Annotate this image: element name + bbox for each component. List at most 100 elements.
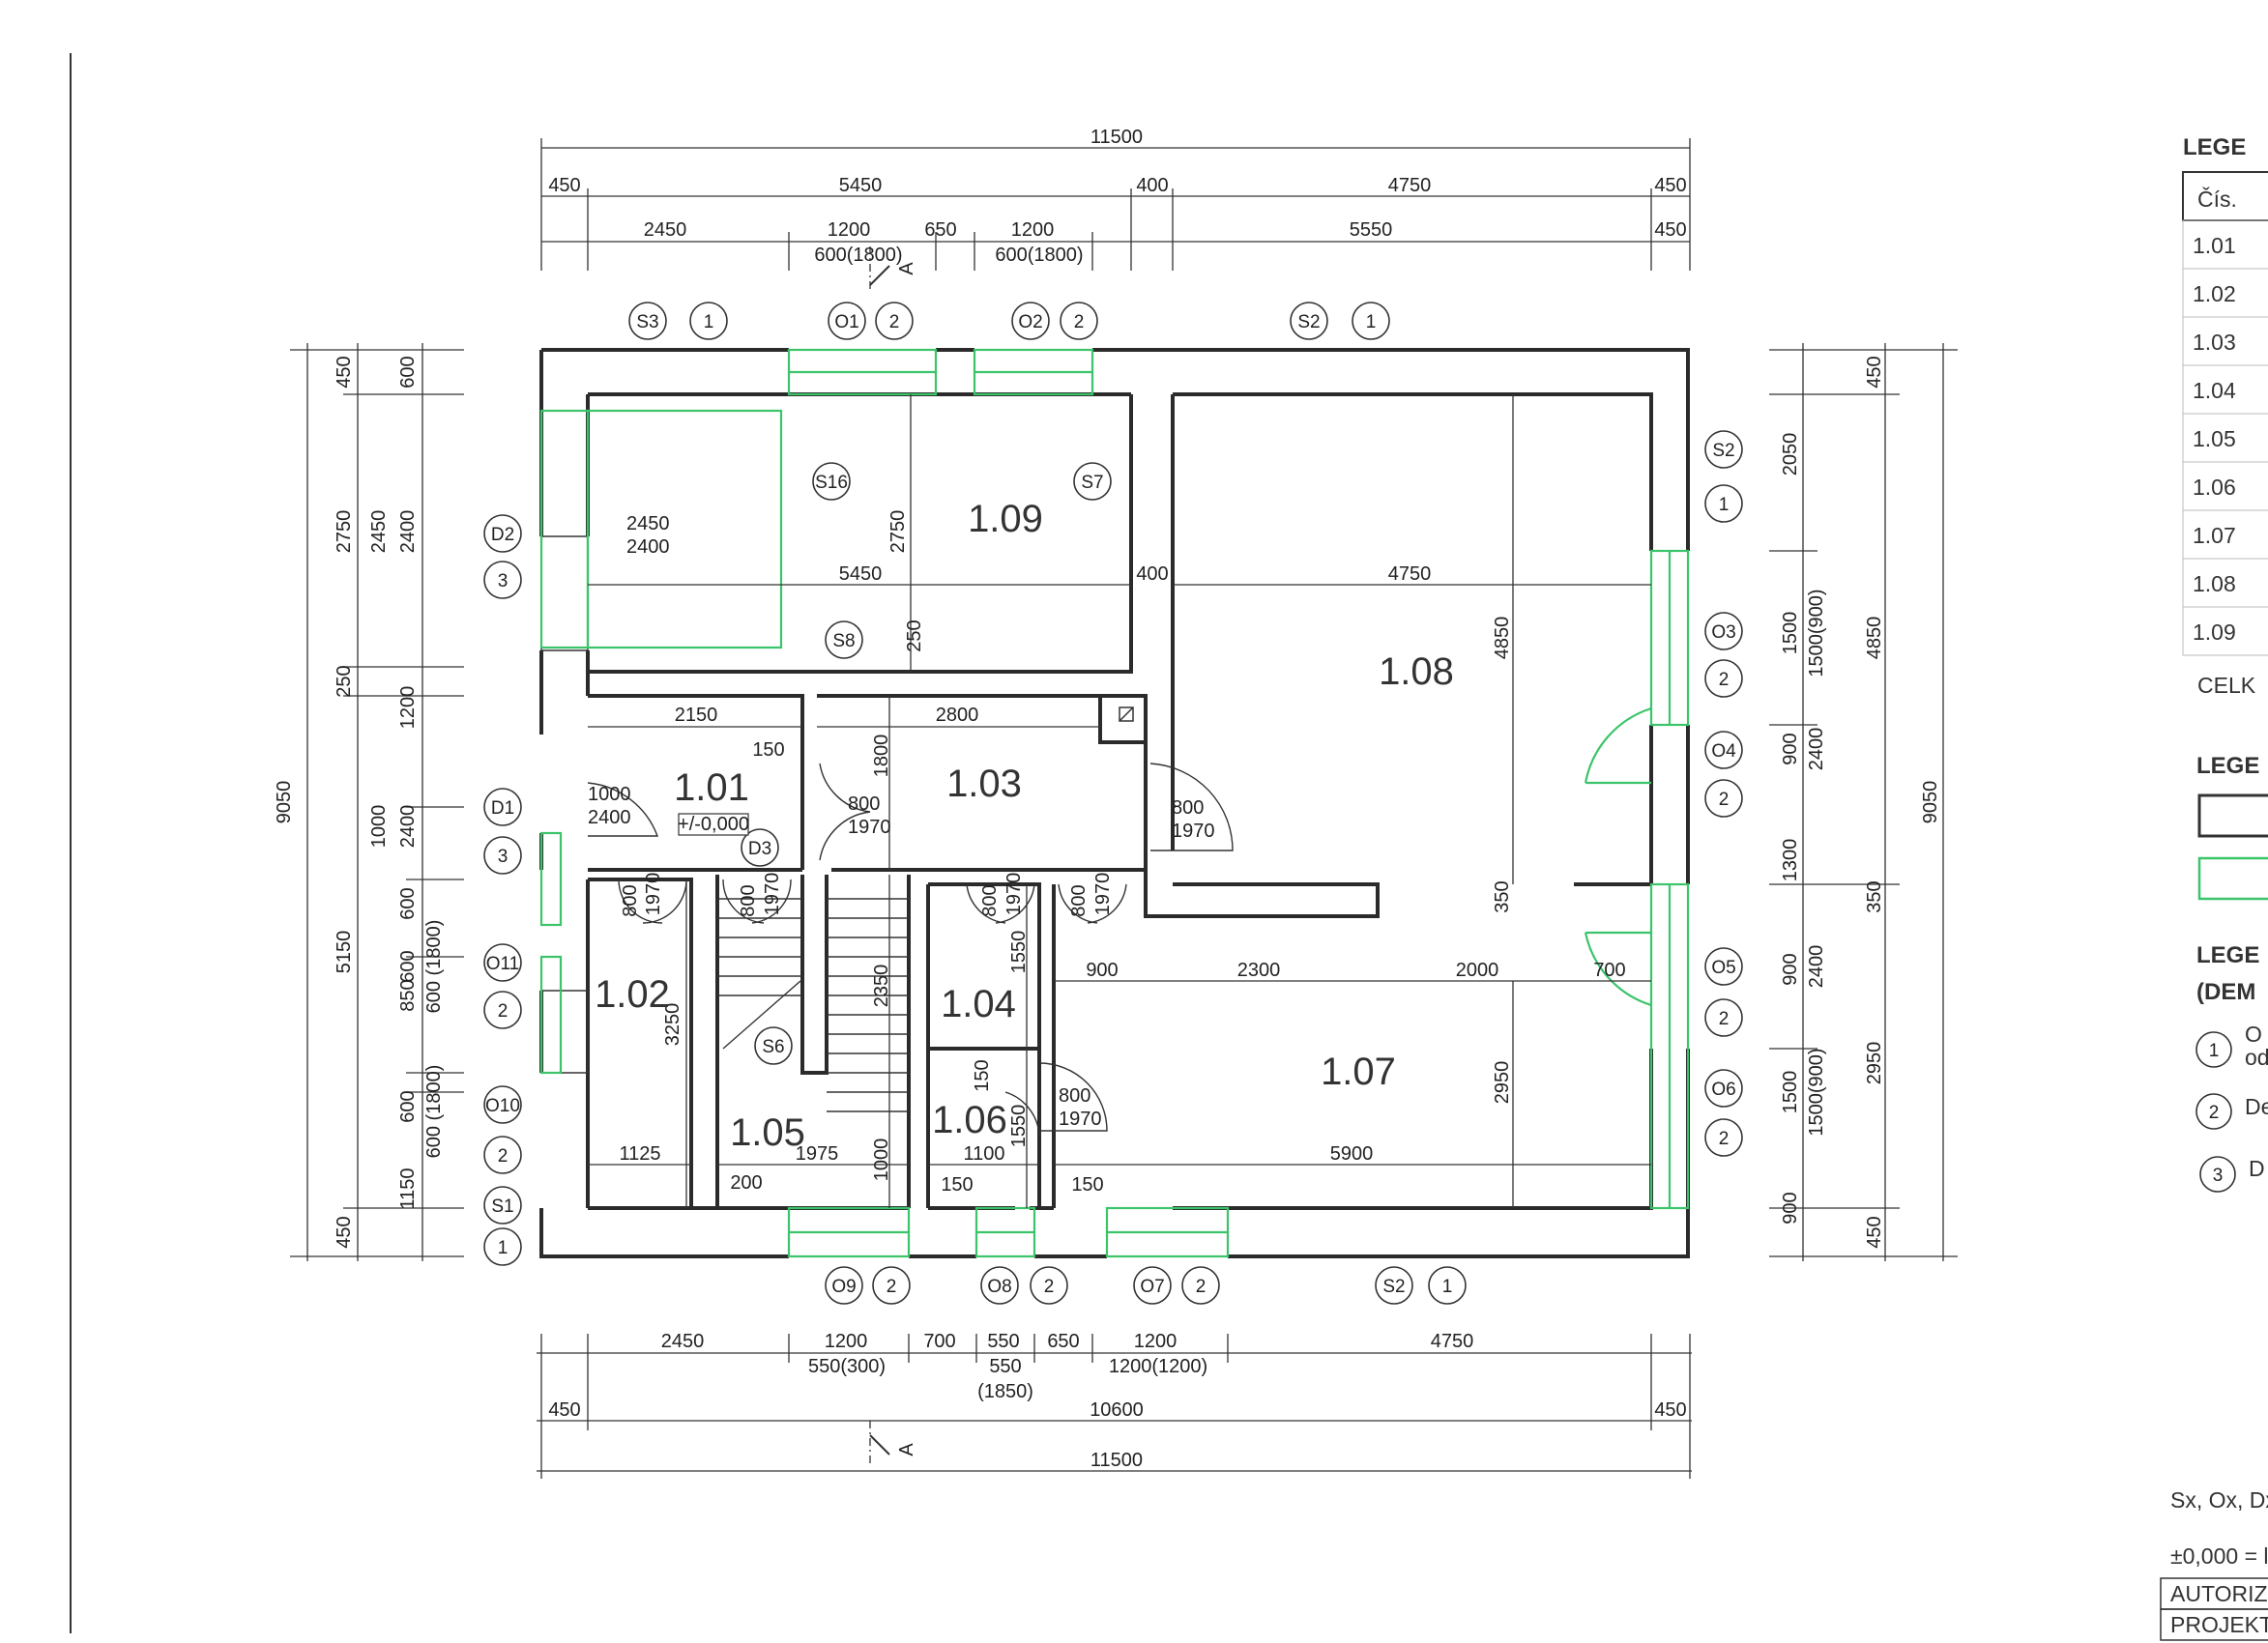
dim-label: 1000 xyxy=(588,784,631,805)
dim-label: 1550 xyxy=(1008,931,1030,974)
tag-circle-n1 xyxy=(1704,484,1743,523)
dim-label: 1970 xyxy=(848,817,891,838)
tag-label-d1: D1 xyxy=(491,798,514,819)
legend-item-1-circle xyxy=(2195,1031,2232,1068)
dim-label: 600 xyxy=(397,887,419,919)
legend-row-cell xyxy=(2182,606,2268,656)
dim-label: 2150 xyxy=(675,705,718,726)
dimension-lines xyxy=(290,138,1958,1479)
dim-label: 900 xyxy=(1086,960,1118,981)
dim-label: 1200 xyxy=(1134,1331,1178,1352)
dim-label: 2450 xyxy=(661,1331,705,1352)
tag-label-n2: 2 xyxy=(1074,312,1085,332)
tag-label-n1: 1 xyxy=(704,312,714,332)
dim-label: 1800 xyxy=(871,735,892,778)
dim-label: 2400 xyxy=(1806,945,1827,989)
dim-label: 4750 xyxy=(1388,175,1432,196)
dim-label: 1500 xyxy=(1780,1071,1801,1114)
dim-label: 5900 xyxy=(1330,1143,1374,1165)
legend-item-1-number: 1 xyxy=(2209,1041,2220,1061)
tag-label-n3: 3 xyxy=(498,571,509,591)
tag-label-s2: S2 xyxy=(1382,1277,1405,1297)
stairs xyxy=(717,706,1134,1112)
room-label-1-08: 1.08 xyxy=(1379,650,1454,693)
dim-label: 600(1800) xyxy=(814,245,902,266)
tag-circle-n2 xyxy=(1704,659,1743,698)
tag-label-n2: 2 xyxy=(1044,1277,1055,1297)
legend-title-demolition: LEGE xyxy=(2196,942,2259,968)
dim-label: 400 xyxy=(1136,175,1168,196)
legend-row-label: 1.09 xyxy=(2193,620,2236,645)
tag-label-s7: S7 xyxy=(1081,473,1103,493)
dim-label: 1970 xyxy=(1172,821,1215,842)
dim-label: 5450 xyxy=(839,563,883,585)
dim-label: 4850 xyxy=(1492,617,1513,660)
tag-circle-s7 xyxy=(1073,462,1112,501)
tag-label-n1: 1 xyxy=(1366,312,1377,332)
tag-circle-n2 xyxy=(1030,1266,1068,1305)
tag-label-n2: 2 xyxy=(887,1277,897,1297)
tag-label-n2: 2 xyxy=(1719,790,1730,810)
dim-label: 2050 xyxy=(1780,433,1801,476)
dim-bottom-total: 11500 xyxy=(1090,1450,1143,1471)
stamp-authorized: AUTORIZO xyxy=(2170,1581,2268,1606)
tag-label-o10: O10 xyxy=(485,1096,520,1116)
dim-label: 1200(1200) xyxy=(1109,1356,1207,1377)
dim-label: 9050 xyxy=(274,781,295,824)
dim-label: 600 (1800) xyxy=(423,920,445,1014)
tag-circle-s2 xyxy=(1290,302,1328,340)
legend-panel: LEGE Čís. 1.011.021.031.041.051.061.071.… xyxy=(2160,134,2268,1641)
dim-label: 4850 xyxy=(1864,617,1885,660)
dim-label: 350 xyxy=(1492,880,1513,912)
dimension-labels: 11500 450 5450 400 4750 450 2450 1200 65… xyxy=(274,127,1941,1471)
dim-label: 450 xyxy=(334,1216,355,1248)
dim-label: 800 xyxy=(1172,797,1204,819)
dim-label: 650 xyxy=(924,219,956,241)
tag-label-o11: O11 xyxy=(486,954,520,974)
legend-row-label: 1.07 xyxy=(2193,523,2236,548)
dim-label: 700 xyxy=(923,1331,955,1352)
tag-label-n1: 1 xyxy=(1719,495,1730,515)
section-mark-top: A xyxy=(896,262,917,275)
legend-total: CELK xyxy=(2197,673,2256,698)
tag-circle-n3 xyxy=(483,561,522,599)
tag-label-s16: S16 xyxy=(815,473,848,493)
tag-circle-n2 xyxy=(483,991,522,1029)
room-label-1-04: 1.04 xyxy=(941,983,1016,1025)
tag-label-n1: 1 xyxy=(1442,1277,1453,1297)
tag-label-o4: O4 xyxy=(1711,741,1736,762)
legend-item-2-number: 2 xyxy=(2209,1103,2220,1123)
dim-label: 2750 xyxy=(887,510,909,554)
tag-circle-n2 xyxy=(872,1266,911,1305)
dim-label: (1850) xyxy=(977,1381,1033,1402)
dim-label: 900 xyxy=(1780,733,1801,764)
tag-circle-o6 xyxy=(1704,1069,1743,1108)
dim-label: 1975 xyxy=(796,1143,839,1165)
tag-circle-n1 xyxy=(1428,1266,1467,1305)
tag-circle-n2 xyxy=(875,302,914,340)
tag-label-o8: O8 xyxy=(987,1277,1011,1297)
tag-circle-n2 xyxy=(1704,779,1743,818)
dim-label: 1970 xyxy=(1003,873,1025,916)
tag-circle-s8 xyxy=(825,620,863,659)
dim-label: 5450 xyxy=(839,175,883,196)
dim-label: 700 xyxy=(1593,960,1625,981)
tag-label-d3: D3 xyxy=(748,839,771,859)
dim-label: 1000 xyxy=(368,805,390,849)
tag-circle-s3 xyxy=(628,302,667,340)
dim-label: 1970 xyxy=(643,873,664,916)
tag-circle-o3 xyxy=(1704,612,1743,650)
dim-label: 150 xyxy=(752,739,784,761)
legend-row-label: 1.06 xyxy=(2193,475,2236,500)
dim-label: 1100 xyxy=(963,1143,1004,1165)
tag-label-s6: S6 xyxy=(762,1037,784,1057)
dim-label: 450 xyxy=(1654,1399,1686,1421)
tag-circle-o4 xyxy=(1704,731,1743,769)
tag-label-o3: O3 xyxy=(1711,622,1735,643)
legend-note-level: ±0,000 = l xyxy=(2170,1543,2268,1569)
dim-label: 450 xyxy=(1864,356,1885,388)
dim-label: 800 xyxy=(979,884,1001,916)
tag-circle-s1 xyxy=(483,1186,522,1225)
tag-label-n2: 2 xyxy=(1719,1009,1730,1029)
tag-label-o9: O9 xyxy=(831,1277,856,1297)
